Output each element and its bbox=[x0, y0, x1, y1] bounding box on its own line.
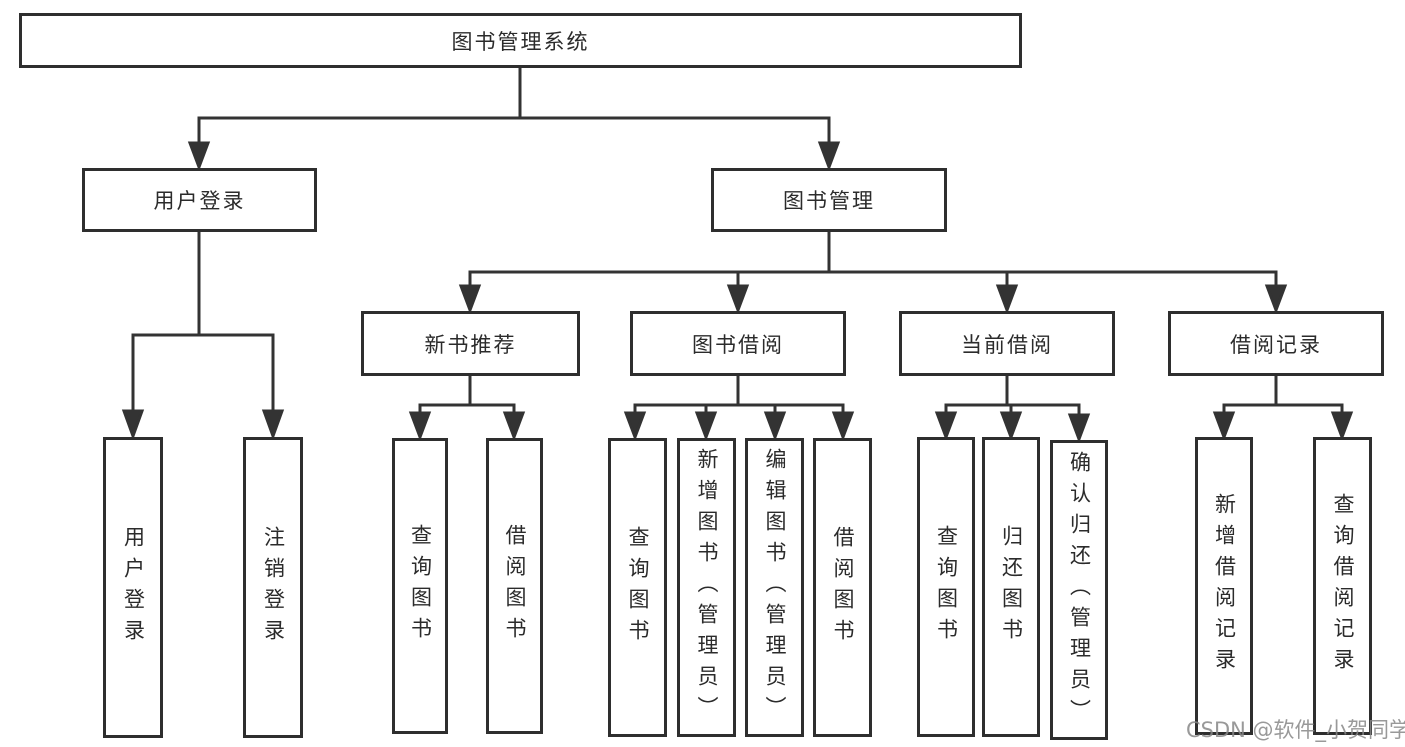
node-new-book-recommend: 新书推荐 bbox=[361, 311, 580, 376]
node-book-borrowing-label: 图书借阅 bbox=[692, 332, 784, 357]
node-leaf-br-query-record: 查询借阅记录 bbox=[1313, 437, 1372, 735]
node-leaf-br-add-record-label: 新增借阅记录 bbox=[1212, 493, 1237, 679]
node-leaf-logout-label: 注销登录 bbox=[261, 525, 286, 650]
node-leaf-bb-borrow-books-label: 借阅图书 bbox=[831, 525, 855, 650]
node-book-management-label: 图书管理 bbox=[783, 189, 875, 213]
csdn-watermark: CSDN @软件_小贺同学 bbox=[1186, 718, 1405, 742]
node-new-book-recommend-label: 新书推荐 bbox=[424, 332, 517, 357]
node-current-borrowing: 当前借阅 bbox=[899, 311, 1115, 376]
node-root-label: 图书管理系统 bbox=[451, 29, 590, 54]
node-borrowing-records-label: 借阅记录 bbox=[1230, 332, 1322, 357]
node-book-management: 图书管理 bbox=[711, 168, 947, 232]
node-leaf-nb-borrow-books-label: 借阅图书 bbox=[503, 524, 527, 648]
node-leaf-logout: 注销登录 bbox=[243, 437, 303, 738]
node-leaf-nb-query-books: 查询图书 bbox=[392, 438, 448, 734]
node-leaf-bb-borrow-books: 借阅图书 bbox=[813, 438, 872, 737]
node-current-borrowing-label: 当前借阅 bbox=[961, 332, 1053, 357]
node-leaf-bb-add-books-admin-label: 新增图书（管理员） bbox=[695, 448, 719, 727]
node-borrowing-records: 借阅记录 bbox=[1168, 311, 1384, 376]
node-leaf-cb-query-books: 查询图书 bbox=[917, 437, 975, 737]
node-leaf-cb-confirm-return-admin: 确认归还（管理员） bbox=[1050, 440, 1108, 740]
node-leaf-bb-edit-books-admin: 编辑图书（管理员） bbox=[745, 438, 804, 737]
node-leaf-bb-query-books-label: 查询图书 bbox=[626, 525, 650, 650]
node-book-borrowing: 图书借阅 bbox=[630, 311, 846, 376]
node-user-login: 用户登录 bbox=[82, 168, 317, 232]
node-leaf-br-query-record-label: 查询借阅记录 bbox=[1331, 493, 1355, 679]
node-leaf-cb-return-books-label: 归还图书 bbox=[999, 525, 1024, 649]
node-leaf-user-login-label: 用户登录 bbox=[121, 525, 146, 650]
node-leaf-bb-edit-books-admin-label: 编辑图书（管理员） bbox=[763, 448, 787, 727]
node-leaf-cb-confirm-return-admin-label: 确认归还（管理员） bbox=[1067, 450, 1092, 730]
node-leaf-cb-query-books-label: 查询图书 bbox=[934, 525, 959, 649]
node-leaf-bb-query-books: 查询图书 bbox=[608, 438, 667, 737]
node-leaf-cb-return-books: 归还图书 bbox=[982, 437, 1040, 737]
node-leaf-nb-query-books-label: 查询图书 bbox=[408, 524, 433, 648]
node-leaf-br-add-record: 新增借阅记录 bbox=[1195, 437, 1253, 735]
node-leaf-bb-add-books-admin: 新增图书（管理员） bbox=[677, 438, 736, 737]
node-user-login-label: 用户登录 bbox=[153, 189, 246, 213]
node-leaf-nb-borrow-books: 借阅图书 bbox=[486, 438, 543, 734]
node-leaf-user-login: 用户登录 bbox=[103, 437, 163, 738]
node-root-library-system: 图书管理系统 bbox=[19, 13, 1022, 68]
